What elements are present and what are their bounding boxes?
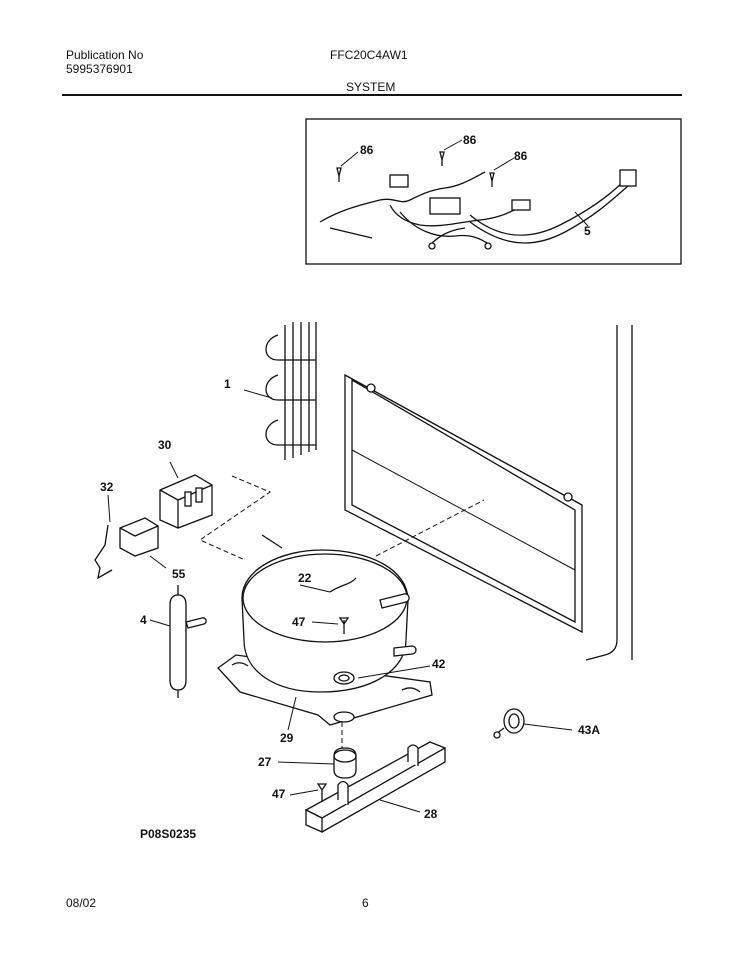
callout-29: 29	[280, 731, 294, 745]
filter-drier	[149, 585, 207, 698]
callout-86: 86	[514, 149, 528, 163]
callout-86: 86	[463, 133, 477, 147]
condenser-coil	[243, 322, 317, 460]
callout-1: 1	[224, 377, 231, 391]
mounting-bracket	[304, 741, 447, 833]
callout-22: 22	[298, 571, 312, 585]
callout-43a: 43A	[578, 723, 600, 737]
callout-42: 42	[432, 657, 446, 671]
tube-clamp	[493, 708, 573, 739]
callout-55: 55	[172, 567, 186, 581]
callout-47: 47	[272, 787, 286, 801]
publication-label: Publication No	[66, 48, 144, 62]
page-number: 6	[362, 896, 369, 910]
section-title: SYSTEM	[346, 80, 396, 94]
callout-47: 47	[292, 615, 306, 629]
figure-code: P08S0235	[140, 827, 196, 841]
footer-date: 08/02	[66, 896, 97, 910]
callout-5: 5	[584, 224, 591, 238]
callout-4: 4	[140, 613, 147, 627]
callout-28: 28	[424, 807, 438, 821]
publication-number: 5995376901	[66, 62, 133, 76]
wiring-harness-inset	[305, 118, 682, 265]
header-rule	[62, 94, 682, 96]
relay-assembly	[94, 461, 213, 580]
model-number: FFC20C4AW1	[330, 48, 408, 62]
callout-86: 86	[360, 143, 374, 157]
freezer-cabinet	[344, 325, 633, 661]
callout-27: 27	[258, 755, 272, 769]
grommet-and-screw	[277, 747, 357, 804]
callout-30: 30	[158, 438, 172, 452]
callout-32: 32	[100, 480, 114, 494]
compressor	[217, 534, 433, 731]
